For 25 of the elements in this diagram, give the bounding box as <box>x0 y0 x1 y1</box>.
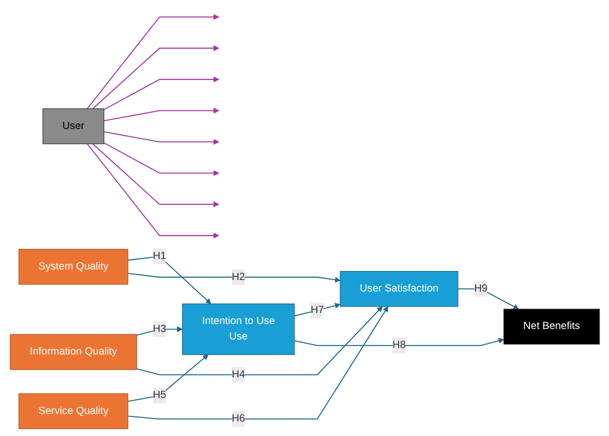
arrow <box>294 302 340 316</box>
arrow <box>103 142 219 176</box>
arrow <box>103 131 219 145</box>
process-box: System Quality <box>18 248 128 285</box>
process-box: Intention to Use Use <box>182 304 294 355</box>
arrow <box>294 338 504 346</box>
arrow <box>128 256 211 304</box>
process-box: Information Quality <box>10 334 137 370</box>
process-box: Service Quality <box>18 393 128 430</box>
arrow <box>136 326 182 336</box>
arrow <box>128 306 388 420</box>
process-box: User Satisfaction <box>340 271 458 307</box>
diagram: H1 H2 H3 H4 H5 H6 H7 H8 H9 User System Quality Information Quality Service Quality Intention to Use Use User Satisfaction Net Benefits <box>4 2 604 434</box>
arrow <box>127 354 208 402</box>
arrow <box>92 143 219 208</box>
arrow <box>86 14 219 110</box>
arrow <box>458 288 519 310</box>
arrow <box>128 272 340 283</box>
process-box: User <box>42 108 104 144</box>
arrow <box>92 45 219 110</box>
arrow <box>103 76 219 110</box>
arrow <box>86 144 219 238</box>
arrow <box>136 306 382 376</box>
arrow <box>103 108 219 122</box>
process-box: Net Benefits <box>503 308 600 345</box>
